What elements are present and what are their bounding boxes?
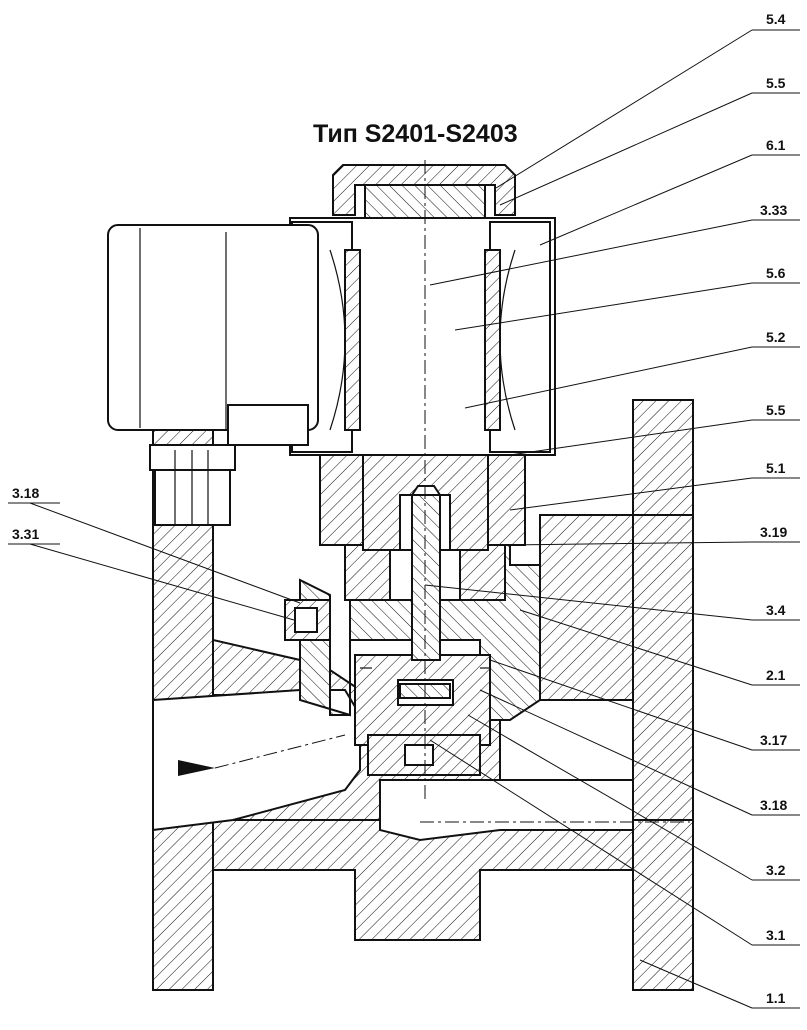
label-5-1: 5.1 <box>766 460 786 476</box>
solenoid-coil <box>289 217 556 456</box>
label-3-1: 3.1 <box>766 927 786 943</box>
part-labels-right: 5.4 5.5 6.1 3.33 5.6 5.2 5.5 5.1 3.19 3.… <box>760 11 787 1006</box>
piston-assembly <box>354 654 491 776</box>
label-6-1: 6.1 <box>766 137 786 153</box>
label-5-4: 5.4 <box>766 11 786 27</box>
label-2-1: 2.1 <box>766 667 786 683</box>
top-nut <box>332 164 516 216</box>
connector-housing <box>107 224 319 526</box>
label-5-5-lower: 5.5 <box>766 402 786 418</box>
part-labels-left: 3.18 3.31 <box>12 485 39 542</box>
leader-lines <box>8 29 800 1009</box>
label-3-2: 3.2 <box>766 862 786 878</box>
label-3-17: 3.17 <box>760 732 787 748</box>
label-1-1: 1.1 <box>766 990 786 1006</box>
label-5-2: 5.2 <box>766 329 786 345</box>
label-3-18: 3.18 <box>760 797 787 813</box>
label-3-19: 3.19 <box>760 524 787 540</box>
label-5-5: 5.5 <box>766 75 786 91</box>
diagram-title: Тип S2401-S2403 <box>313 120 518 148</box>
label-3-33: 3.33 <box>760 202 787 218</box>
label-3-18-left: 3.18 <box>12 485 39 501</box>
label-3-31: 3.31 <box>12 526 39 542</box>
label-3-4: 3.4 <box>766 602 786 618</box>
label-5-6: 5.6 <box>766 265 786 281</box>
